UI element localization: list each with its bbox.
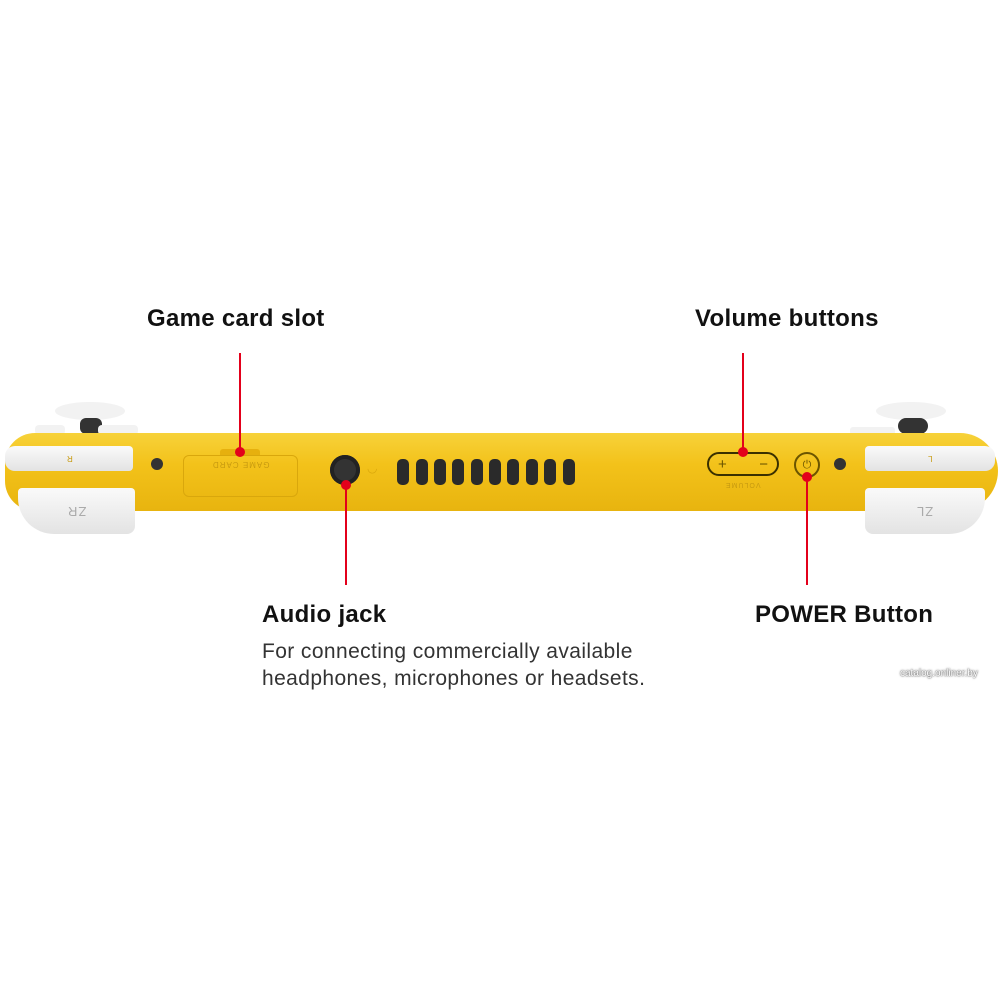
speaker-vent [489, 459, 501, 485]
left-stick [876, 402, 946, 420]
speaker-vent [416, 459, 428, 485]
volume-buttons-title: Volume buttons [695, 305, 879, 332]
speaker-vent [563, 459, 575, 485]
speaker-vent [434, 459, 446, 485]
game-card-slot-cover: GAME CARD [183, 455, 298, 497]
speaker-vent [526, 459, 538, 485]
l-button: L [865, 446, 995, 471]
audio-jack-description-1: For connecting commercially available [262, 640, 633, 663]
volume-label: VOLUME [725, 481, 761, 488]
speaker-vent [507, 459, 519, 485]
console-body [5, 433, 998, 511]
zr-label: ZR [66, 503, 87, 519]
callout-line-audio-jack [345, 485, 347, 585]
zl-label: ZL [916, 503, 934, 519]
headset-icon: ◡ [367, 461, 378, 475]
callout-dot-audio-jack [341, 480, 351, 490]
callout-line-game-card [239, 353, 241, 453]
zl-button: ZL [865, 488, 985, 534]
face-button [98, 425, 138, 435]
audio-jack-title: Audio jack [262, 601, 387, 628]
callout-line-power [806, 477, 808, 585]
right-stick [55, 402, 125, 420]
callout-dot-volume [738, 447, 748, 457]
callout-dot-power [802, 472, 812, 482]
game-card-slot-title: Game card slot [147, 305, 325, 332]
game-card-label: GAME CARD [211, 460, 270, 469]
face-button [35, 425, 65, 435]
power-button-title: POWER Button [755, 601, 934, 628]
r-button: R [5, 446, 133, 471]
left-stick-shaft [898, 418, 928, 434]
callout-line-volume [742, 353, 744, 453]
sensor-dot [151, 458, 163, 470]
speaker-vent [452, 459, 464, 485]
r-label: R [65, 454, 73, 463]
speaker-vent [471, 459, 483, 485]
face-button [850, 427, 895, 435]
l-label: L [927, 454, 933, 463]
callout-dot-game-card [235, 447, 245, 457]
watermark: catalog.onliner.by [900, 668, 978, 679]
audio-jack-description-2: headphones, microphones or headsets. [262, 667, 646, 690]
zr-button: ZR [18, 488, 135, 534]
speaker-vent [397, 459, 409, 485]
volume-minus: − [759, 455, 768, 473]
speaker-vent [544, 459, 556, 485]
right-stick-shaft [80, 418, 102, 434]
sensor-dot [834, 458, 846, 470]
volume-plus: + [718, 455, 727, 473]
